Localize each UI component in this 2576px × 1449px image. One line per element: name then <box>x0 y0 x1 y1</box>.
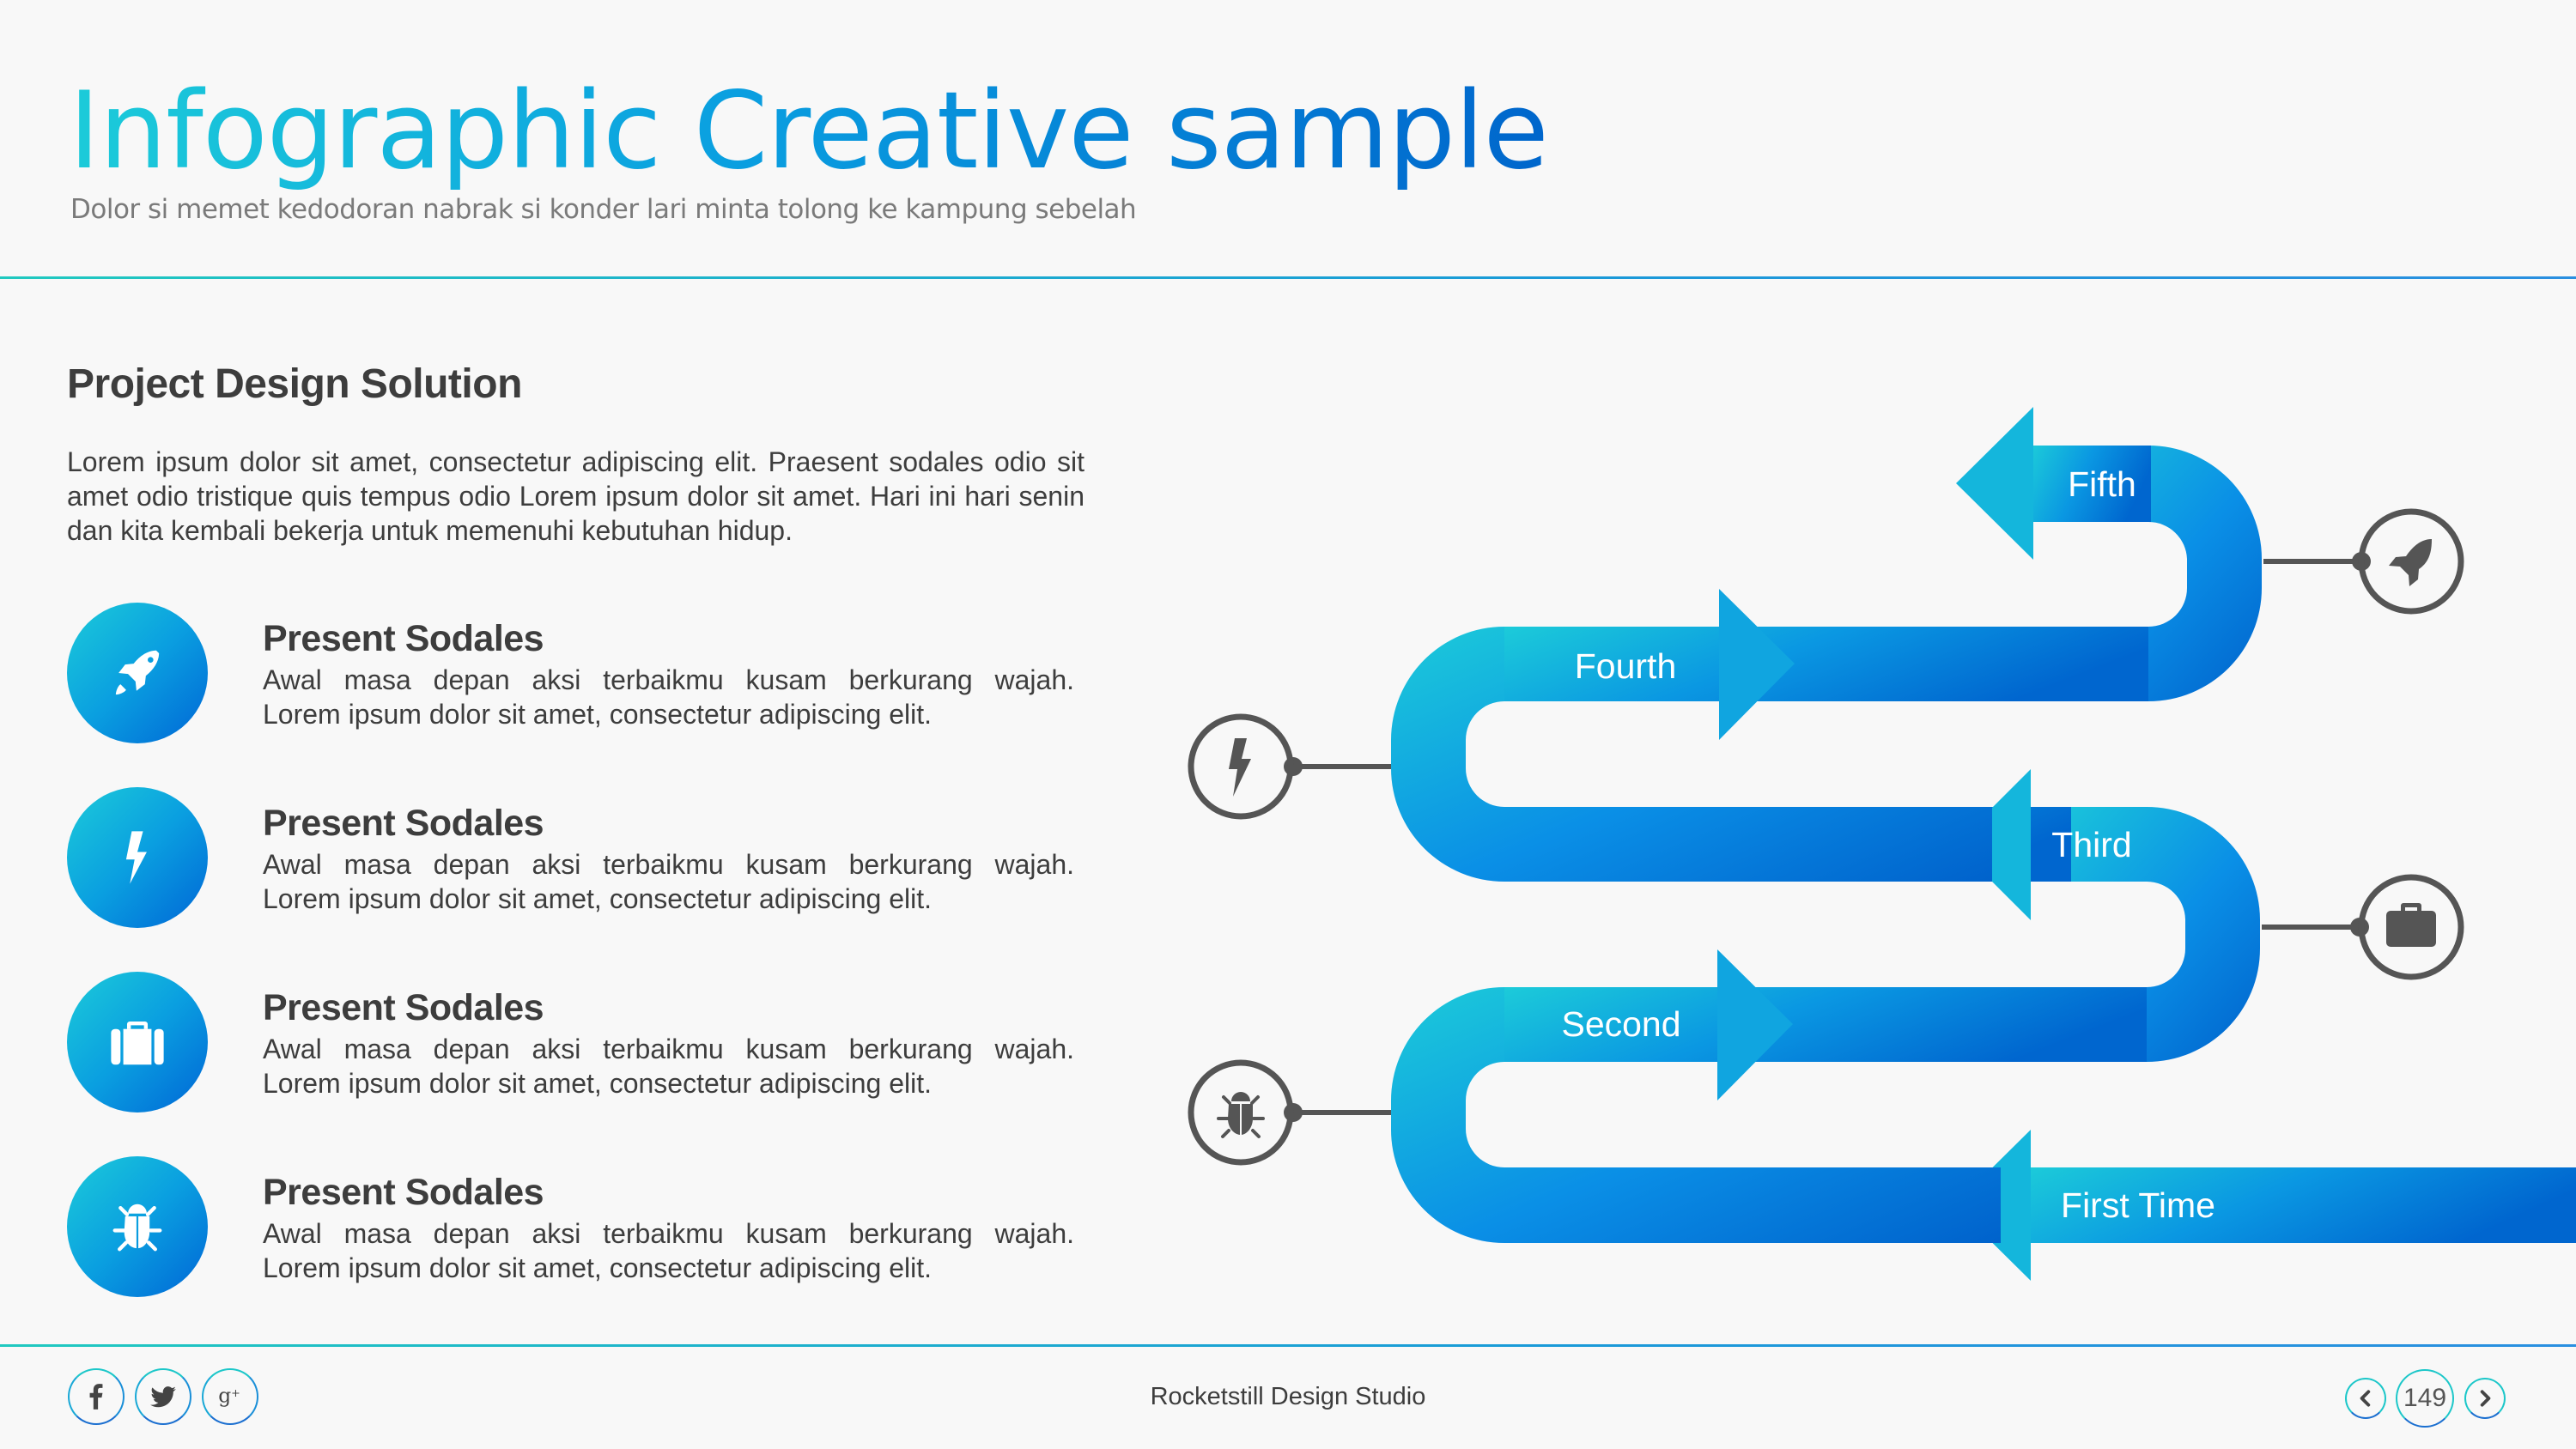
bug-icon <box>112 1203 162 1252</box>
svg-text:g: g <box>218 1383 231 1407</box>
step-label-fifth: Fifth <box>2068 464 2136 504</box>
header-divider <box>0 276 2576 279</box>
rocket-icon <box>2389 539 2432 586</box>
footer-divider <box>0 1344 2576 1347</box>
step-label-first-time: First Time <box>2061 1185 2215 1225</box>
feature-description: Awal masa depan aksi terbaikmu kusam ber… <box>263 849 1074 914</box>
svg-text:+: + <box>231 1387 240 1400</box>
feature-item: Present Sodales Awal masa depan aksi ter… <box>67 787 1080 933</box>
step-label-third: Third <box>2051 825 2131 864</box>
next-page-button[interactable] <box>2464 1378 2506 1419</box>
feature-description: Awal masa depan aksi terbaikmu kusam ber… <box>263 1218 1074 1283</box>
feature-description: Awal masa depan aksi terbaikmu kusam ber… <box>263 664 1074 730</box>
feature-item: Present Sodales Awal masa depan aksi ter… <box>67 1156 1080 1302</box>
twitter-icon <box>150 1386 176 1408</box>
facebook-icon <box>89 1384 103 1410</box>
step-label-second: Second <box>1561 1004 1680 1044</box>
intro-paragraph: Lorem ipsum dolor sit amet, consectetur … <box>67 446 1084 546</box>
step-label-fourth: Fourth <box>1575 646 1677 686</box>
feature-badge <box>67 603 208 743</box>
feature-badge <box>67 972 208 1113</box>
feature-title: Present Sodales <box>263 618 544 659</box>
marker-lightning <box>1188 713 1391 820</box>
marker-rocket <box>2263 508 2464 615</box>
chevron-left-icon <box>2360 1390 2371 1407</box>
facebook-button[interactable] <box>68 1368 125 1425</box>
feature-badge <box>67 787 208 928</box>
studio-name: Rocketstill Design Studio <box>1150 1383 1426 1410</box>
feature-description: Awal masa depan aksi terbaikmu kusam ber… <box>263 1034 1074 1099</box>
google-plus-icon: g+ <box>218 1383 240 1407</box>
feature-title: Present Sodales <box>263 803 544 844</box>
twitter-button[interactable] <box>135 1368 191 1425</box>
page-title: Infographic Creative sample <box>69 67 1549 196</box>
step-first-time <box>1954 1130 2576 1281</box>
connector-turn <box>2031 806 2260 1062</box>
page-subtitle: Dolor si memet kedodoran nabrak si konde… <box>70 194 1137 225</box>
feature-item: Present Sodales Awal masa depan aksi ter… <box>67 603 1080 749</box>
page-number: 149 <box>2396 1369 2454 1428</box>
briefcase-icon <box>2386 903 2436 947</box>
marker-briefcase <box>2262 874 2464 980</box>
bug-icon <box>1217 1092 1265 1138</box>
feature-title: Present Sodales <box>263 1172 544 1213</box>
google-plus-button[interactable]: g+ <box>202 1368 258 1425</box>
step-fourth <box>1504 589 2148 740</box>
feature-item: Present Sodales Awal masa depan aksi ter… <box>67 972 1080 1118</box>
step-fifth <box>1956 407 2151 560</box>
briefcase-icon <box>111 1021 164 1065</box>
feature-badge <box>67 1156 208 1297</box>
marker-bug <box>1188 1059 1391 1166</box>
lightning-icon <box>125 831 147 884</box>
lightning-icon <box>1229 738 1251 797</box>
feature-title: Present Sodales <box>263 987 544 1028</box>
rocket-icon <box>115 650 160 695</box>
previous-page-button[interactable] <box>2345 1378 2386 1419</box>
chevron-right-icon <box>2480 1390 2491 1407</box>
step-second <box>1504 949 2147 1100</box>
section-heading: Project Design Solution <box>67 361 522 407</box>
